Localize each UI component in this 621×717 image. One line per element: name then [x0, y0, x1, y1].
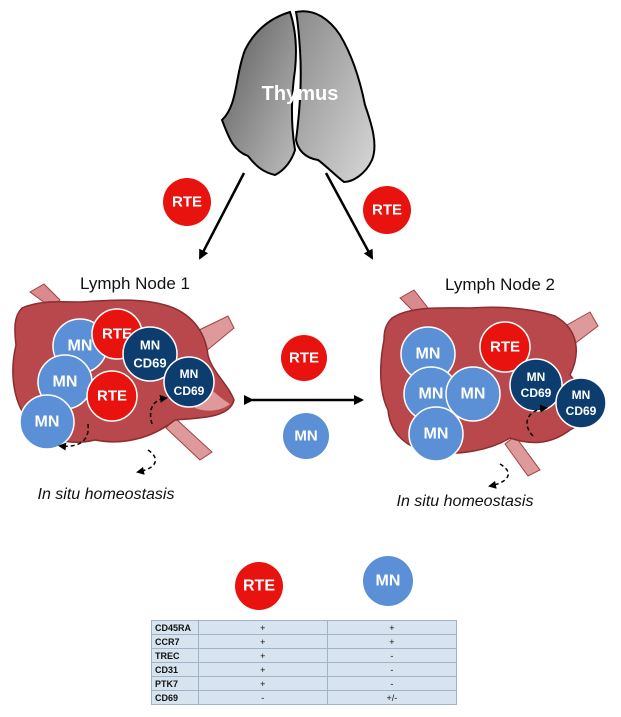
- marker-name: CD69: [151, 690, 199, 705]
- mn-value: +: [326, 620, 458, 635]
- legend-mn-cell: MN: [363, 556, 413, 606]
- table-row: CCR7 + +: [151, 634, 458, 649]
- lymph-node-2-caption: In situ homeostasis: [397, 493, 534, 510]
- table-row: PTK7 + -: [151, 676, 458, 691]
- marker-table: CD45RA + + CCR7 + + TREC + - CD31 + - PT…: [151, 620, 458, 705]
- ln1-mn-cell-3: MN: [19, 394, 75, 450]
- lymph-node-1-caption: In situ homeostasis: [38, 486, 175, 503]
- svg-text:RTE: RTE: [97, 388, 127, 405]
- rte-value: +: [197, 634, 328, 649]
- svg-text:MN: MN: [424, 426, 449, 443]
- svg-text:MN: MN: [376, 573, 401, 590]
- thymus-label: Thymus: [262, 83, 339, 105]
- legend-rte-cell: RTE: [235, 562, 283, 610]
- ln2-recirculation-arrow: [526, 404, 548, 437]
- ln1-mn-cd69-cell-2: MN CD69: [163, 356, 215, 408]
- lymph-node-1: MN RTE MN RTE MN MN CD69 MN CD69: [12, 283, 235, 461]
- marker-name: TREC: [151, 648, 199, 663]
- thymus-left-lobe: [220, 10, 297, 177]
- marker-name: CD45RA: [151, 620, 199, 635]
- ln1-recirculation-arrow-a: [58, 423, 89, 451]
- svg-text:MN: MN: [294, 428, 317, 445]
- lymph-node-2-title: Lymph Node 2: [445, 275, 555, 294]
- svg-text:MN: MN: [461, 386, 486, 403]
- mn-value: +/-: [326, 690, 458, 705]
- thymus-organ: Thymus: [220, 10, 376, 184]
- thymus-right-lobe: [294, 10, 376, 184]
- lymph-node-2: MN RTE MN MN MN MN CD69 MN CD69: [379, 289, 607, 477]
- rte-value: +: [197, 662, 328, 677]
- svg-text:CD69: CD69: [566, 404, 597, 418]
- table-row: CD31 + -: [151, 662, 458, 677]
- marker-name: CCR7: [151, 634, 199, 649]
- svg-text:MN: MN: [53, 374, 78, 391]
- ln1-homeostasis-arrow: [136, 449, 157, 475]
- ln2-mn-cd69-cell-2: MN CD69: [555, 377, 607, 429]
- svg-text:RTE: RTE: [102, 326, 132, 343]
- table-row: CD69 - +/-: [151, 690, 458, 705]
- ln2-rte-cell-1: RTE: [479, 321, 531, 373]
- mn-value: -: [326, 648, 458, 663]
- svg-text:MN: MN: [416, 346, 441, 363]
- svg-text:MN: MN: [35, 414, 60, 431]
- arrow-thymus-to-node2: [324, 172, 374, 260]
- ln1-rte-cell-2: RTE: [86, 370, 138, 422]
- svg-text:MN: MN: [527, 370, 546, 384]
- svg-text:RTE: RTE: [490, 339, 520, 356]
- arrow-thymus-to-node1: [198, 172, 246, 260]
- ln2-homeostasis-arrow: [488, 463, 510, 489]
- lymph-node-1-vessel-bottom: [165, 417, 213, 461]
- rte-cell-migrating-left: RTE: [163, 178, 211, 226]
- mn-cell-exchange: MN: [283, 413, 329, 459]
- marker-name: PTK7: [151, 676, 199, 691]
- svg-text:CD69: CD69: [521, 386, 552, 400]
- ln1-recirculation-arrow-b: [149, 394, 168, 425]
- svg-text:RTE: RTE: [172, 194, 202, 211]
- svg-text:CD69: CD69: [174, 384, 205, 398]
- rte-value: -: [197, 690, 328, 705]
- svg-text:MN: MN: [180, 367, 199, 381]
- ln1-mn-cd69-cell-1: MN CD69: [122, 326, 178, 382]
- table-row: TREC + -: [151, 648, 458, 663]
- svg-text:MN: MN: [68, 338, 93, 355]
- svg-text:RTE: RTE: [243, 578, 275, 595]
- rte-value: +: [197, 620, 328, 635]
- svg-text:RTE: RTE: [289, 350, 319, 367]
- lymph-node-2-vessel-bottom: [504, 435, 541, 477]
- rte-cell-exchange: RTE: [281, 335, 327, 381]
- ln2-mn-cell-4: MN: [408, 406, 464, 462]
- svg-text:RTE: RTE: [372, 202, 402, 219]
- table-row: CD45RA + +: [151, 620, 458, 635]
- ln2-mn-cell-3: MN: [445, 366, 501, 422]
- ln2-mn-cd69-cell-1: MN CD69: [509, 358, 563, 412]
- svg-text:MN: MN: [419, 386, 444, 403]
- svg-text:CD69: CD69: [133, 356, 166, 371]
- svg-text:MN: MN: [572, 388, 591, 402]
- rte-cell-migrating-right: RTE: [363, 186, 411, 234]
- mn-value: -: [326, 676, 458, 691]
- mn-value: +: [326, 634, 458, 649]
- rte-value: +: [197, 676, 328, 691]
- lymph-node-1-title: Lymph Node 1: [80, 274, 190, 293]
- marker-name: CD31: [151, 662, 199, 677]
- svg-text:MN: MN: [140, 338, 160, 353]
- mn-value: -: [326, 662, 458, 677]
- rte-value: +: [197, 648, 328, 663]
